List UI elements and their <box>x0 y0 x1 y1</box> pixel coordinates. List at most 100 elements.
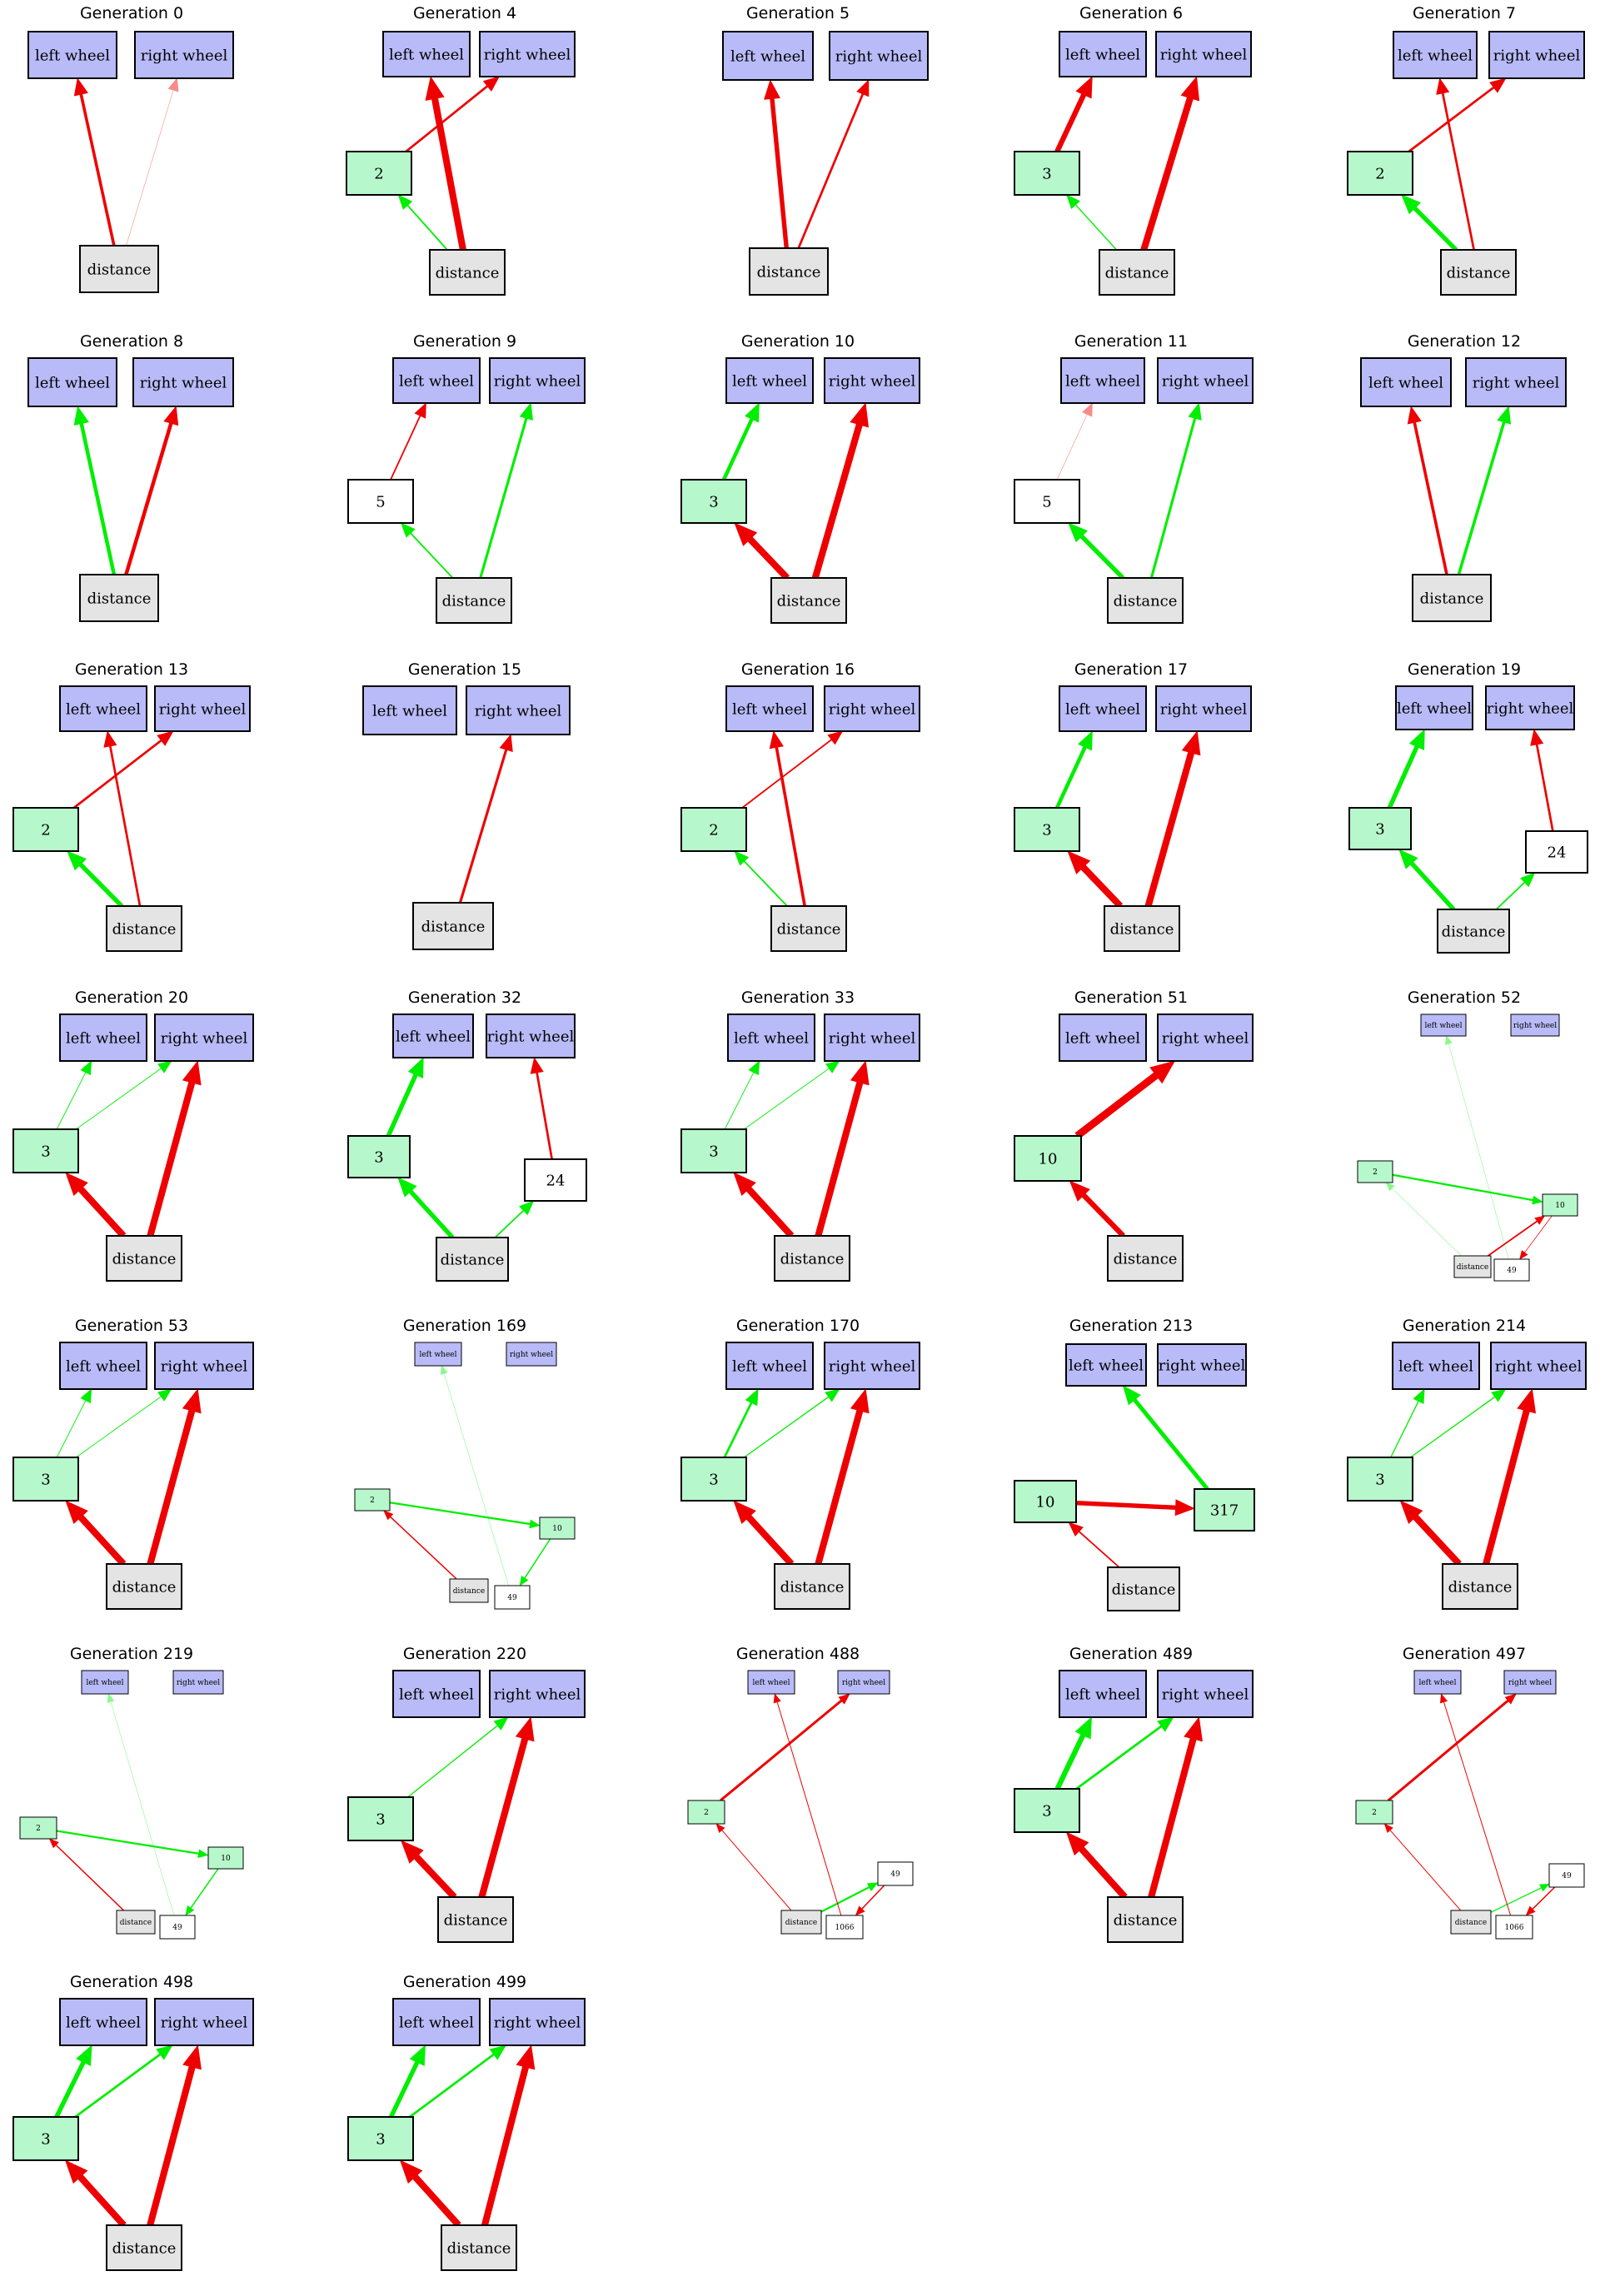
node-label: left wheel <box>399 2014 474 2031</box>
node-label: right wheel <box>829 372 916 390</box>
node-label: distance <box>1447 264 1511 281</box>
edge-line <box>776 1701 842 1916</box>
right-wheel-node: right wheel <box>172 1670 224 1695</box>
node-box <box>1059 1670 1147 1718</box>
generation-title: Generation 499 <box>403 1973 526 1991</box>
edge-arrowhead <box>1408 729 1425 751</box>
edge-arrowhead <box>73 406 89 426</box>
node-box <box>1548 1863 1585 1888</box>
edge-line <box>54 2061 86 2119</box>
node-box <box>1392 1342 1480 1390</box>
edge-line <box>147 1409 196 1566</box>
edge-arrowhead <box>745 402 760 423</box>
edge-line <box>407 1725 498 1798</box>
node-box <box>347 479 414 524</box>
edge-c-to-l <box>107 1693 175 1916</box>
right-wheel-node: right wheel <box>506 1342 557 1367</box>
generation-title: Generation 16 <box>741 660 855 679</box>
node-box <box>12 2116 79 2161</box>
node-box <box>12 1128 79 1173</box>
node-box <box>749 247 829 296</box>
node-label: left wheel <box>66 700 141 718</box>
edge-line <box>861 1885 885 1910</box>
node-label: left wheel <box>1065 372 1140 390</box>
edge-k-to-r <box>530 1057 553 1160</box>
node-box <box>1348 807 1412 850</box>
node-label: 3 <box>41 2130 50 2148</box>
edge-arrowhead <box>1180 76 1200 102</box>
edge-arrowhead <box>157 1388 172 1402</box>
left-wheel-node: left wheel <box>1059 685 1147 732</box>
edge-line <box>1392 1173 1533 1202</box>
node-box <box>154 685 251 732</box>
node-box <box>172 1670 224 1695</box>
edge-line <box>1387 1699 1509 1802</box>
edge-line <box>76 1068 162 1130</box>
right-wheel-node: right wheel <box>1485 685 1575 730</box>
hidden-node: 3 <box>347 1135 411 1178</box>
node-label: 49 <box>172 1924 182 1932</box>
hidden-node: 3 <box>1348 807 1412 850</box>
edge-d-to-h <box>1068 522 1125 580</box>
node-box <box>12 807 79 852</box>
edge-line <box>1054 746 1087 809</box>
edge-arrowhead <box>850 1388 870 1414</box>
node-box <box>154 1342 254 1390</box>
node-label: right wheel <box>829 1029 916 1047</box>
edge-line <box>723 1402 753 1458</box>
edge-arrowhead <box>1517 1388 1537 1414</box>
node-label: left wheel <box>1398 47 1473 64</box>
hidden-node: 2 <box>1357 1160 1393 1183</box>
edge-d-to-h <box>65 1172 127 1238</box>
node-label: left wheel <box>372 702 447 720</box>
node-label: 5 <box>376 493 385 510</box>
node-box <box>1155 685 1252 732</box>
generation-title: Generation 17 <box>1074 660 1188 679</box>
node-label: right wheel <box>161 1357 248 1375</box>
left-wheel-node: left wheel <box>1413 1670 1462 1695</box>
edge-h-to-l <box>1387 729 1425 809</box>
node-box <box>1413 1670 1462 1695</box>
node-box <box>1357 1160 1393 1183</box>
edge-b-to-c <box>519 1538 551 1586</box>
node-label: right wheel <box>487 1028 575 1045</box>
node-box <box>392 1998 481 2046</box>
edge-arrowhead <box>773 1693 781 1704</box>
edge-a-to-b <box>56 1830 209 1859</box>
node-box <box>347 2116 414 2161</box>
distance-node: distance <box>436 577 512 624</box>
right-wheel-node: right wheel <box>154 685 251 732</box>
edge-arrowhead <box>1439 1693 1448 1704</box>
edge-d-to-h <box>1401 194 1458 252</box>
node-box <box>1355 1800 1393 1825</box>
edge-d-to-r <box>147 1060 202 1238</box>
edge-d-to-c <box>820 1882 879 1913</box>
generation-title: Generation 213 <box>1069 1317 1193 1335</box>
edge-arrowhead <box>64 2159 88 2184</box>
edge-h-to-l <box>1054 1716 1092 1790</box>
node-label: distance <box>1420 590 1484 607</box>
node-label: distance <box>1114 592 1178 610</box>
edge-arrowhead <box>185 1905 195 1916</box>
node-box <box>132 357 234 407</box>
node-box <box>479 31 576 77</box>
edge-d-to-r <box>126 77 179 247</box>
node-label: 1066 <box>835 1924 855 1932</box>
node-box <box>877 1861 914 1886</box>
node-label: 10 <box>1039 1150 1058 1168</box>
node-box <box>382 31 471 77</box>
edge-arrowhead <box>1122 1385 1141 1406</box>
edge-d-to-r <box>147 2044 202 2227</box>
edge-h-to-r <box>74 2044 173 2119</box>
node-box <box>725 685 814 732</box>
edge-d-to-h <box>733 1172 795 1238</box>
distance-node: distance <box>1412 574 1492 622</box>
node-box <box>1060 357 1145 404</box>
edge-line <box>78 863 124 908</box>
